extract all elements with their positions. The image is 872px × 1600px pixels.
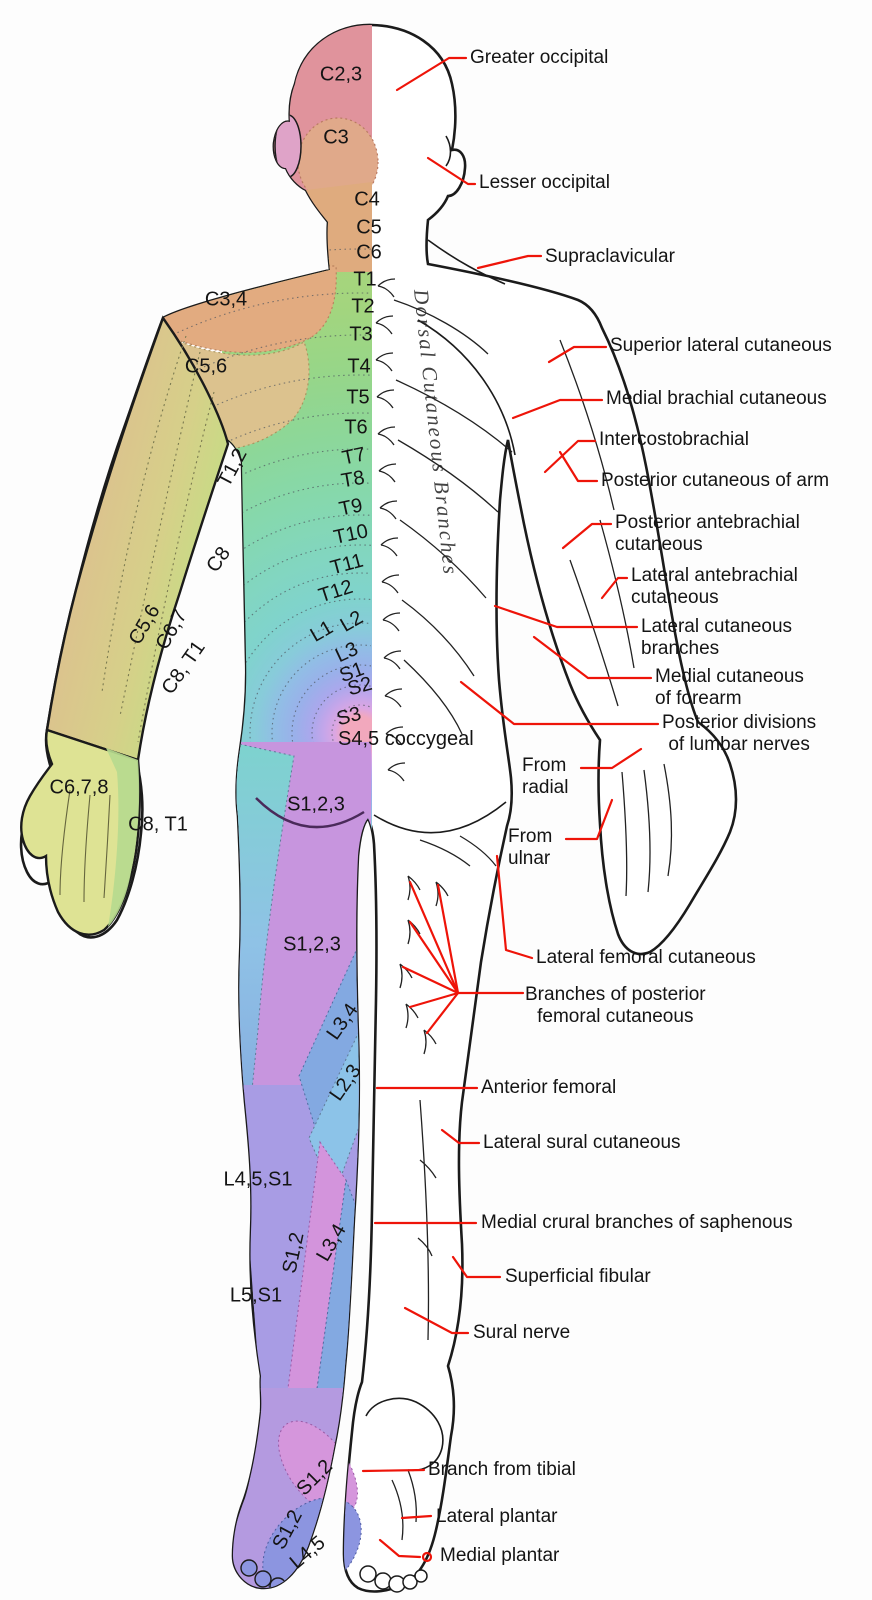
dermatome-label-c8t1-hand: C8, T1	[128, 813, 188, 836]
leader-lesser-occipital	[426, 156, 477, 186]
gluteal-fold-right	[373, 801, 507, 834]
dermatome-label-t1: T1	[353, 268, 377, 291]
nerve-label-greater-occipital: Greater occipital	[470, 47, 609, 68]
leader-posterior-divisions	[459, 680, 660, 726]
leader-superficial-fibular	[451, 1255, 502, 1279]
nerve-label-intercostobrachial: Intercostobrachial	[599, 429, 749, 450]
dermatome-label-c4: C4	[354, 188, 380, 211]
gluteal-fold-left	[255, 797, 365, 829]
nerve-label-medial-brachial-cutaneous: Medial brachial cutaneous	[606, 388, 827, 409]
leader-medial-plantar	[378, 1538, 422, 1559]
nerve-label-superior-lateral-cutaneous: Superior lateral cutaneous	[610, 335, 832, 356]
dermatome-label-c23: C2,3	[319, 63, 363, 86]
leader-lateral-antebrachial	[600, 576, 629, 600]
left-finger-lines	[59, 789, 111, 903]
leader-medial-brachial	[511, 398, 604, 420]
dermatome-label-l5s1-calf: L5,S1	[229, 1284, 283, 1307]
arm-band-boundaries	[101, 335, 215, 743]
dermatome-label-s123-thigh: S1,2,3	[283, 933, 341, 956]
region-calf-s12	[287, 1140, 347, 1397]
leader-supraclavicular	[476, 254, 543, 270]
leader-posterior-antebrachial	[561, 522, 613, 550]
nerve-label-lesser-occipital: Lesser occipital	[479, 172, 610, 193]
spine-nerve-branches	[375, 278, 406, 782]
nerve-label-posterior-cutaneous-of-arm: Posterior cutaneous of arm	[601, 470, 830, 491]
leader-from-ulnar	[564, 798, 614, 841]
dermatome-label-t6: T6	[344, 416, 368, 439]
region-knee-l34	[298, 917, 372, 1132]
leader-lateral-cutaneous-branches	[493, 604, 639, 629]
nerve-label-medial-plantar: Medial plantar	[440, 1545, 560, 1566]
nerve-label-lateral-cutaneous-branches: Lateral cutaneous branches	[641, 616, 793, 659]
leader-lateral-plantar	[400, 1514, 433, 1520]
leader-superior-lateral-cutaneous	[547, 345, 608, 364]
dermatome-label-c6: C6	[356, 241, 382, 264]
leader-branch-tibial	[361, 1468, 426, 1473]
dermatome-label-c5: C5	[356, 216, 382, 239]
nerve-label-supraclavicular: Supraclavicular	[545, 246, 675, 267]
dermatome-color-regions	[21, 24, 379, 1592]
region-left-arm	[45, 315, 230, 762]
dermatome-label-c56-shoulder: C5,6	[184, 355, 228, 378]
nerve-label-posterior-divisions-lumbar: Posterior divisions of lumbar nerves	[662, 712, 817, 755]
nerve-label-medial-crural-saphenous: Medial crural branches of saphenous	[481, 1212, 793, 1233]
leader-lines	[361, 56, 660, 1563]
dermatome-label-t5: T5	[346, 386, 370, 409]
dermatome-label-t3: T3	[349, 323, 373, 346]
nerve-label-anterior-femoral: Anterior femoral	[481, 1077, 617, 1098]
leader-branches-posterior-femoral-fan	[401, 880, 525, 1035]
nerve-label-lateral-femoral-cutaneous: Lateral femoral cutaneous	[536, 947, 756, 968]
right-toes	[359, 1565, 428, 1593]
nerve-label-sural-nerve: Sural nerve	[473, 1322, 571, 1343]
leader-lateral-femoral	[495, 854, 534, 960]
dermatome-label-t2: T2	[351, 295, 375, 318]
leader-intercostobrachial	[543, 439, 597, 474]
dermatome-label-l45s1-calf: L4,5,S1	[223, 1168, 293, 1191]
leader-posterior-cutaneous-arm	[558, 450, 599, 483]
dermatome-label-c34: C3,4	[204, 288, 248, 311]
nerve-label-lateral-antebrachial-cutaneous: Lateral antebrachial cutaneous	[631, 565, 798, 608]
dermatome-label-s45-coccygeal: S4,5 coccygeal	[338, 728, 474, 750]
nerve-label-branches-posterior-femoral: Branches of posterior femoral cutaneous	[525, 984, 706, 1027]
nerve-label-lateral-sural-cutaneous: Lateral sural cutaneous	[483, 1132, 681, 1153]
nerve-label-superficial-fibular: Superficial fibular	[505, 1266, 651, 1287]
leader-sural-nerve	[403, 1306, 470, 1335]
dermatome-label-c3: C3	[323, 126, 349, 149]
leader-from-radial	[579, 747, 643, 770]
nerve-label-branch-from-tibial: Branch from tibial	[428, 1459, 576, 1480]
region-left-hand-c678	[20, 728, 141, 936]
leader-greater-occipital	[395, 56, 468, 92]
nerve-label-from-radial: From radial	[522, 755, 569, 798]
dermatome-label-s123-buttock: S1,2,3	[287, 793, 345, 816]
leader-lateral-sural	[440, 1128, 481, 1145]
nerve-label-posterior-antebrachial-cutaneous: Posterior antebrachial cutaneous	[615, 512, 800, 555]
medial-plantar-dot	[421, 1551, 433, 1563]
region-ear	[274, 114, 302, 178]
nerve-label-medial-cutaneous-of-forearm: Medial cutaneous of forearm	[655, 666, 804, 709]
anatomy-lines-right	[365, 135, 516, 1472]
nerve-label-from-ulnar: From ulnar	[508, 826, 553, 869]
region-left-hand-c8t1	[106, 748, 140, 927]
leader-medial-cutaneous-forearm	[532, 635, 653, 680]
dermatome-label-c678-hand: C6,7,8	[49, 776, 109, 799]
dermatome-label-t4: T4	[347, 355, 371, 378]
peripheral-nerve-branches	[391, 299, 673, 1541]
dermatome-label-t8: T8	[339, 466, 367, 493]
nerve-label-lateral-plantar: Lateral plantar	[436, 1506, 558, 1527]
